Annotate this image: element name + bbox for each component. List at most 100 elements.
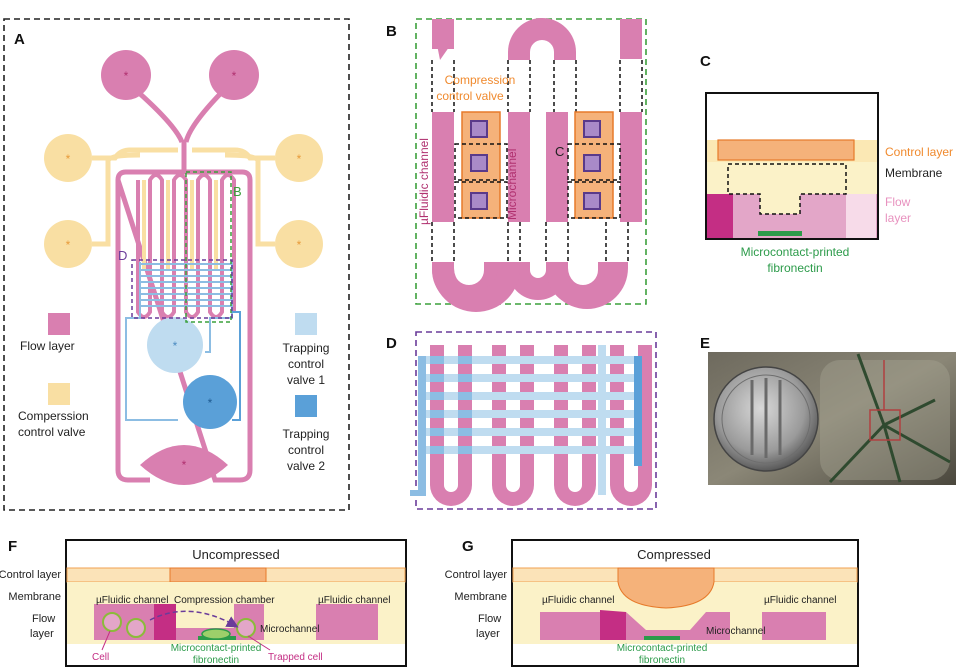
f-chamber-label: Compression chamber: [174, 595, 275, 606]
panel-f-label: F: [8, 538, 17, 555]
legend-trap2-label: Trapping: [283, 427, 330, 441]
g-fluidic-right: [762, 612, 826, 640]
legend-trap1-swatch: [295, 313, 317, 335]
b-compression-label-2: control valve: [436, 89, 504, 103]
inlet-port-left: [101, 50, 151, 100]
port-marker-icon: *: [173, 339, 178, 353]
d-trap-left-bus: [418, 356, 426, 496]
f-title: Uncompressed: [192, 547, 279, 562]
g-title: Compressed: [637, 547, 711, 562]
panel-g: G Compressed Control layer Membrane Flow…: [445, 538, 859, 667]
b-valve-stack-right: [567, 111, 621, 219]
dime-torch: [750, 378, 782, 458]
c-fibronectin-strip: [758, 231, 802, 236]
g-fibronectin-strip: [644, 636, 680, 640]
pdms-chip: [820, 360, 950, 480]
c-light-channel: [846, 194, 876, 238]
f-cell-path-arrow: [149, 610, 239, 628]
c-chamber: [760, 194, 800, 214]
f-membrane-label: Membrane: [8, 591, 61, 603]
panel-d-border: [415, 331, 657, 510]
c-flow-label-2: layer: [885, 211, 911, 225]
f-cell-2: [126, 618, 146, 638]
inset-d-label: D: [118, 248, 127, 263]
c-fibronectin-label-2: fibronectin: [767, 261, 822, 275]
outlet-port: [140, 445, 228, 485]
compression-valve-dots: [142, 180, 218, 270]
panel-b-label: B: [386, 23, 397, 40]
compression-port-2: [44, 220, 92, 268]
legend-trap2-swatch: [295, 395, 317, 417]
g-compressed-valve: [617, 567, 715, 609]
f-trapped-cell-label: Trapped cell: [268, 652, 323, 663]
b-channel-dashed-segments: [431, 60, 643, 262]
panel-d-label: D: [386, 335, 397, 352]
legend-trap2-label-2: control: [288, 443, 324, 457]
f-fluidic-left-label: µFluidic channel: [96, 595, 168, 606]
port-marker-icon: *: [297, 238, 302, 252]
f-control-valve: [169, 567, 267, 583]
trapping-valve-2-port: [183, 375, 237, 429]
g-fluidic-dark: [600, 610, 626, 640]
trapping-valve-1-port: [147, 317, 203, 373]
chip-channels: [869, 360, 901, 441]
panel-c-label: C: [700, 53, 711, 70]
panel-e-label: E: [700, 335, 710, 352]
panel-b: B: [386, 18, 647, 312]
c-control-layer-label: Control layer: [885, 145, 953, 159]
f-fluidic-right: [316, 604, 378, 640]
g-membrane-label: Membrane: [454, 591, 507, 603]
f-flow-label: Flow: [32, 613, 55, 625]
f-fluidic-dark: [154, 604, 176, 640]
d-trap-overlap: [430, 356, 472, 454]
panel-b-border: [415, 18, 647, 305]
trapping-valve-2-line: [232, 311, 241, 421]
d-flow-channels: [430, 345, 652, 506]
port-marker-icon: *: [182, 458, 187, 472]
g-fluidic-left-label: µFluidic channel: [542, 595, 614, 606]
port-marker-icon: *: [232, 69, 237, 83]
d-trap2-bus: [634, 356, 642, 466]
legend-trap1-label: Trapping: [283, 341, 330, 355]
c-compression-outline: [727, 163, 847, 215]
panel-a: A * * * * * *: [3, 18, 350, 511]
g-fibronectin-label: Microcontact-printed: [617, 643, 708, 654]
b-compression-label: Compression: [445, 73, 516, 87]
f-attached-cell: [201, 628, 231, 640]
g-fluidic-left: [540, 612, 604, 640]
dime-inner-ring: [721, 374, 811, 464]
c-flow-label: Flow: [885, 195, 911, 209]
port-marker-icon: *: [124, 69, 129, 83]
inset-b-label: B: [233, 184, 242, 199]
f-fibronectin-label-2: fibronectin: [193, 655, 239, 666]
f-cell-label: Cell: [92, 652, 109, 663]
port-marker-icon: *: [66, 152, 71, 166]
legend-compression-label: Comperssion: [18, 409, 89, 423]
g-microchannel-compressed: [626, 612, 730, 640]
c-fibronectin-label: Microcontact-printed: [741, 245, 850, 259]
port-marker-icon: *: [297, 152, 302, 166]
f-fibronectin-label: Microcontact-printed: [171, 643, 262, 654]
tubing: [828, 353, 951, 484]
panel-e: E: [700, 335, 956, 485]
c-membrane: [707, 162, 877, 194]
legend-flow-swatch: [48, 313, 70, 335]
b-valve-stack-left: [454, 111, 508, 219]
f-cell-1: [102, 612, 122, 632]
legend-compression-swatch: [48, 383, 70, 405]
legend-trap1-label-3: valve 1: [287, 373, 325, 387]
panel-a-label: A: [14, 31, 25, 48]
f-flow-label-2: layer: [30, 628, 54, 640]
legend-flow-label: Flow layer: [20, 339, 75, 353]
c-membrane-label: Membrane: [885, 166, 943, 180]
inlet-y-junction: [136, 90, 224, 144]
f-trapped-cell: [236, 618, 256, 638]
b-microchannel-label: Microchannel: [505, 149, 519, 220]
d-trap-left-exit: [410, 490, 424, 496]
flow-chamber-outline: [115, 169, 253, 483]
g-flow-label-2: layer: [476, 628, 500, 640]
panel-f: F Uncompressed Control layer Membrane Fl…: [0, 538, 407, 667]
panel-a-border: [3, 18, 350, 511]
f-control-layer-label: Control layer: [0, 569, 61, 581]
